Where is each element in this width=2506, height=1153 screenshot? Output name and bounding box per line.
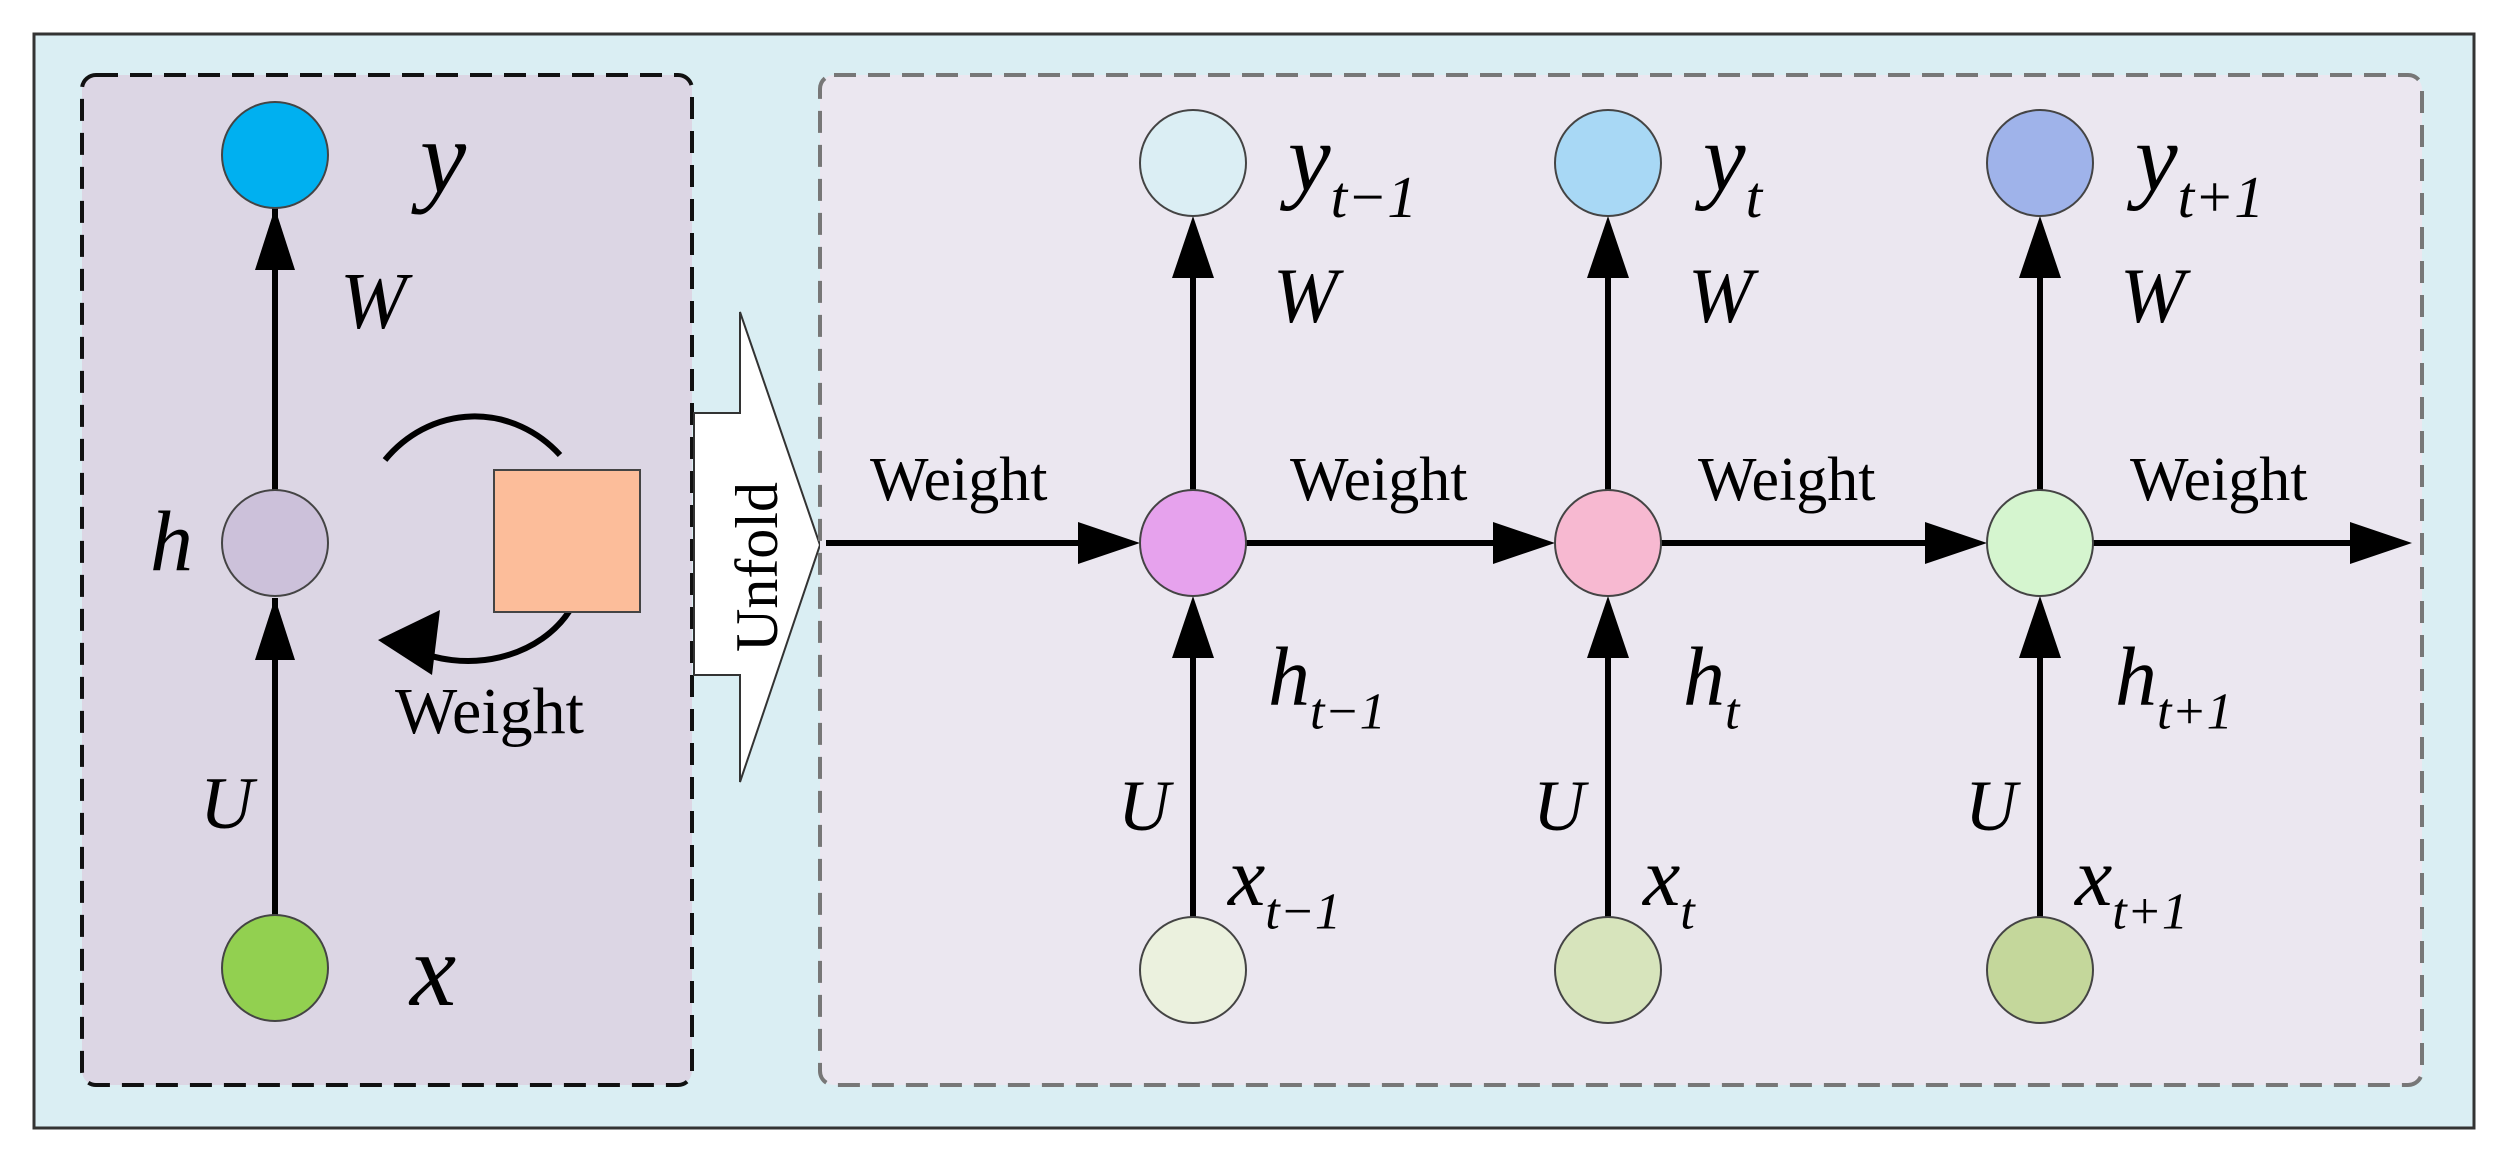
y-label: y (411, 100, 467, 215)
hidden-node-2 (1554, 489, 1662, 597)
y-label-step-3: yt+1 (2126, 104, 2264, 230)
hidden-to-output-arrowhead (255, 208, 295, 270)
unfold-arrow (693, 311, 822, 783)
step-connections (1172, 216, 2061, 917)
weight-arrowhead-3 (1925, 522, 1987, 564)
input-arrowhead-1 (1172, 596, 1214, 658)
input-arrowhead-2 (1587, 596, 1629, 658)
recurrent-weight-label: Weight (395, 675, 584, 748)
weight-arrowhead-4 (2350, 522, 2412, 564)
w-label-step-2: W (1688, 252, 1759, 339)
output-node-y (221, 101, 329, 209)
weight-connections (826, 522, 2412, 564)
step-labels: Weight Weight Weight Weight yt−1 ht−1 xt−1 W Uyt… (870, 104, 2308, 941)
memory-box (493, 469, 641, 613)
output-node-2 (1554, 109, 1662, 217)
weight-arrowhead-2 (1493, 522, 1555, 564)
x-label-step-1: xt−1 (1226, 831, 1341, 941)
weight-label-3: Weight (1698, 446, 1876, 514)
weight-label-4: Weight (2130, 446, 2308, 514)
y-label-step-1: yt−1 (1279, 104, 1417, 230)
x-label-step-2: xt (1641, 831, 1696, 941)
u-label-step-3: U (1965, 766, 2021, 846)
input-node-3 (1986, 916, 2094, 1024)
h-label-step-1: ht−1 (1268, 631, 1386, 741)
output-arrowhead-3 (2019, 216, 2061, 278)
recurrent-loop-arrowhead (378, 610, 440, 675)
unfold-label: Unfold (724, 482, 790, 652)
output-arrowhead-2 (1587, 216, 1629, 278)
w-label-step-3: W (2120, 252, 2191, 339)
h-label: h (150, 493, 193, 589)
folded-rnn-panel (80, 73, 694, 1087)
step-nodes (1139, 109, 2094, 1024)
x-label-step-3: xt+1 (2073, 831, 2188, 941)
recurrent-loop-top-arc (382, 413, 563, 462)
weight-label-2: Weight (1290, 446, 1468, 514)
hidden-node-h (221, 489, 329, 597)
output-arrowhead-1 (1172, 216, 1214, 278)
weight-arrowhead-1 (1078, 522, 1140, 564)
input-arrowhead-3 (2019, 596, 2061, 658)
hidden-node-1 (1139, 489, 1247, 597)
input-to-hidden-arrowhead (255, 598, 295, 660)
u-label-step-2: U (1533, 766, 1589, 846)
w-label: W (340, 258, 413, 346)
x-label: x (408, 913, 456, 1028)
h-label-step-3: ht+1 (2115, 631, 2233, 741)
h-label-step-2: ht (1683, 631, 1741, 741)
input-node-2 (1554, 916, 1662, 1024)
input-node-1 (1139, 916, 1247, 1024)
output-node-3 (1986, 109, 2094, 217)
hidden-node-3 (1986, 489, 2094, 597)
input-node-x (221, 914, 329, 1022)
y-label-step-2: yt (1694, 104, 1764, 230)
w-label-step-1: W (1273, 252, 1344, 339)
u-label-step-1: U (1118, 766, 1174, 846)
weight-label-1: Weight (870, 446, 1048, 514)
output-node-1 (1139, 109, 1247, 217)
u-label: U (200, 763, 258, 845)
